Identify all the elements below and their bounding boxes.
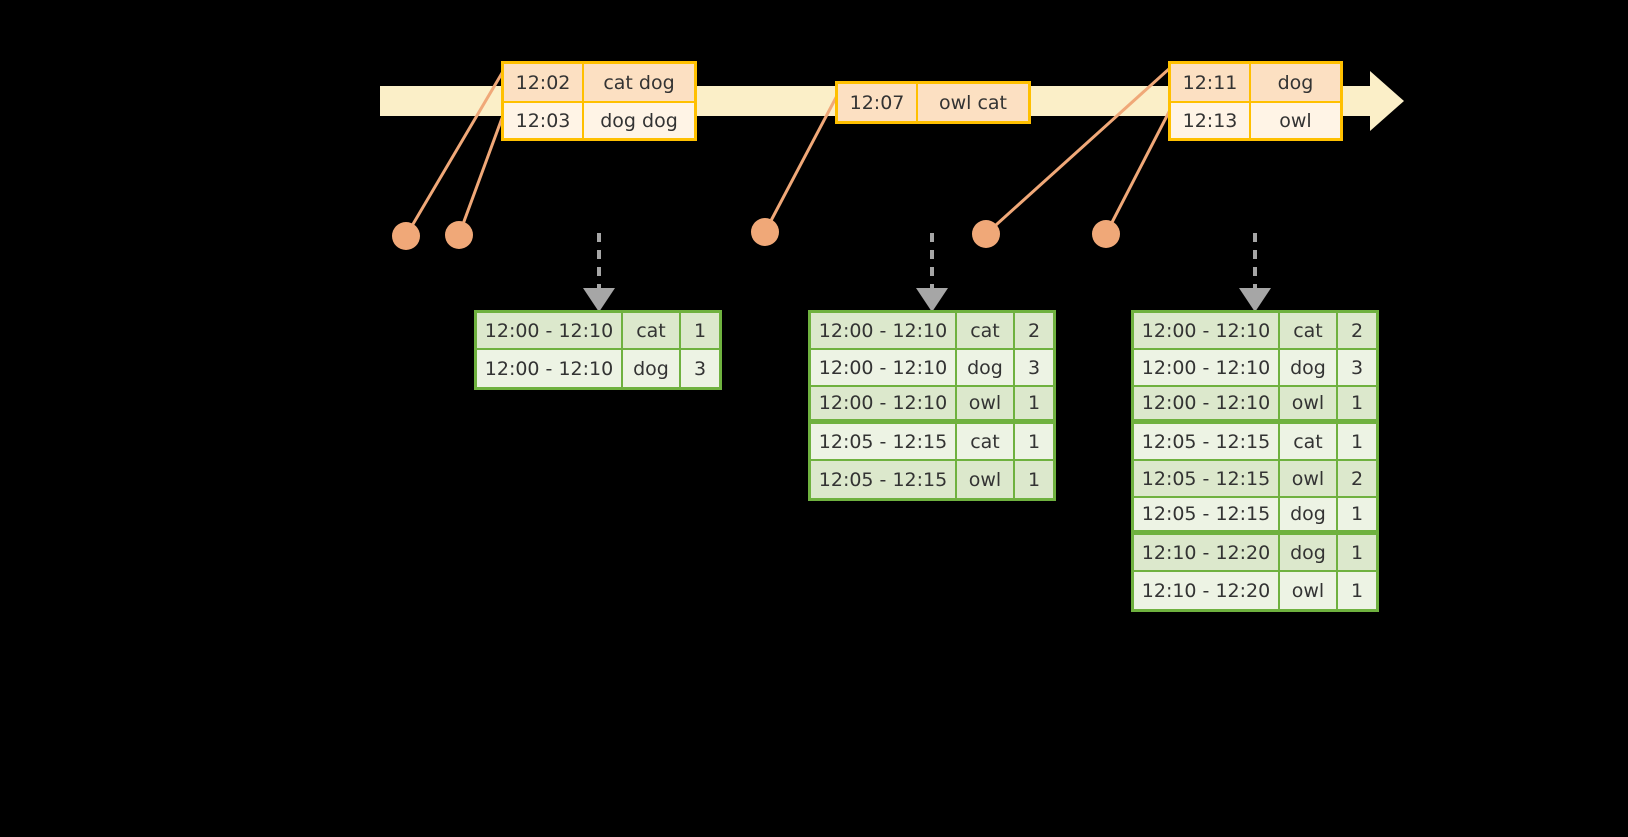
event-text: owl cat	[938, 91, 1008, 114]
window-range-cell: 12:00 - 12:10	[811, 350, 957, 385]
count-cell: 3	[693, 357, 707, 380]
count-cell: 3	[1350, 356, 1364, 379]
event-time: 12:13	[1171, 103, 1251, 138]
key-cell: owl	[957, 387, 1015, 419]
key-cell: owl	[1280, 461, 1338, 496]
key-cell: cat	[623, 313, 681, 348]
count-cell: 1	[1027, 392, 1041, 414]
event-box-3[interactable]: 12:11 dog 12:13 owl	[1168, 61, 1343, 141]
event-time: 12:02	[504, 64, 584, 101]
event-row[interactable]: 12:03 dog dog	[504, 101, 694, 138]
count-cell: 2	[1350, 319, 1364, 342]
count-cell: 1	[1350, 541, 1364, 564]
count-cell: 2	[1027, 319, 1041, 342]
window-range-cell: 12:10 - 12:20	[1134, 572, 1280, 609]
event-box-1[interactable]: 12:02 cat dog 12:03 dog dog	[501, 61, 697, 141]
event-row[interactable]: 12:11 dog	[1171, 64, 1340, 101]
drop-arrows	[583, 233, 1271, 312]
count-cell: 1	[1350, 579, 1364, 602]
event-row[interactable]: 12:02 cat dog	[504, 64, 694, 101]
window-range-cell: 12:00 - 12:10	[477, 350, 623, 387]
window-range-cell: 12:00 - 12:10	[1134, 313, 1280, 348]
event-time: 12:11	[1171, 64, 1251, 101]
key-cell: cat	[957, 313, 1015, 348]
count-cell: 1	[1350, 503, 1364, 525]
window-range-cell: 12:00 - 12:10	[1134, 387, 1280, 419]
window-range-cell: 12:00 - 12:10	[477, 313, 623, 348]
count-cell: 1	[1350, 392, 1364, 414]
key-cell: cat	[957, 424, 1015, 459]
count-cell: 1	[693, 319, 707, 342]
event-text: cat dog	[603, 71, 675, 94]
event-text: dog	[1277, 71, 1314, 94]
count-cell: 1	[1350, 430, 1364, 453]
key-cell: cat	[1280, 424, 1338, 459]
window-range-cell: 12:05 - 12:15	[1134, 424, 1280, 459]
key-cell: dog	[957, 350, 1015, 385]
window-range-cell: 12:00 - 12:10	[1134, 350, 1280, 385]
event-text: dog dog	[600, 109, 678, 132]
window-range-cell: 12:05 - 12:15	[811, 424, 957, 459]
key-cell: dog	[623, 350, 681, 387]
window-range-cell: 12:05 - 12:15	[1134, 498, 1280, 530]
key-cell: dog	[1280, 350, 1338, 385]
key-cell: dog	[1280, 535, 1338, 570]
key-cell: cat	[1280, 313, 1338, 348]
window-range-cell: 12:05 - 12:15	[1134, 461, 1280, 496]
timeline-arrowhead	[1370, 71, 1404, 131]
count-cell: 1	[1027, 430, 1041, 453]
event-time: 12:07	[838, 84, 918, 121]
event-text: owl	[1279, 109, 1312, 132]
key-cell: owl	[1280, 387, 1338, 419]
window-range-cell: 12:05 - 12:15	[811, 461, 957, 498]
count-cell: 2	[1350, 467, 1364, 490]
count-cell: 3	[1027, 356, 1041, 379]
window-range-cell: 12:00 - 12:10	[811, 313, 957, 348]
window-range-cell: 12:10 - 12:20	[1134, 535, 1280, 570]
key-cell: owl	[1280, 572, 1338, 609]
event-box-2[interactable]: 12:07 owl cat	[835, 81, 1031, 124]
event-row[interactable]: 12:07 owl cat	[838, 84, 1028, 121]
connector-dots	[392, 218, 1120, 250]
event-time: 12:03	[504, 103, 584, 138]
count-cell: 1	[1027, 468, 1041, 491]
event-row[interactable]: 12:13 owl	[1171, 101, 1340, 138]
window-range-cell: 12:00 - 12:10	[811, 387, 957, 419]
key-cell: owl	[957, 461, 1015, 498]
key-cell: dog	[1280, 498, 1338, 530]
